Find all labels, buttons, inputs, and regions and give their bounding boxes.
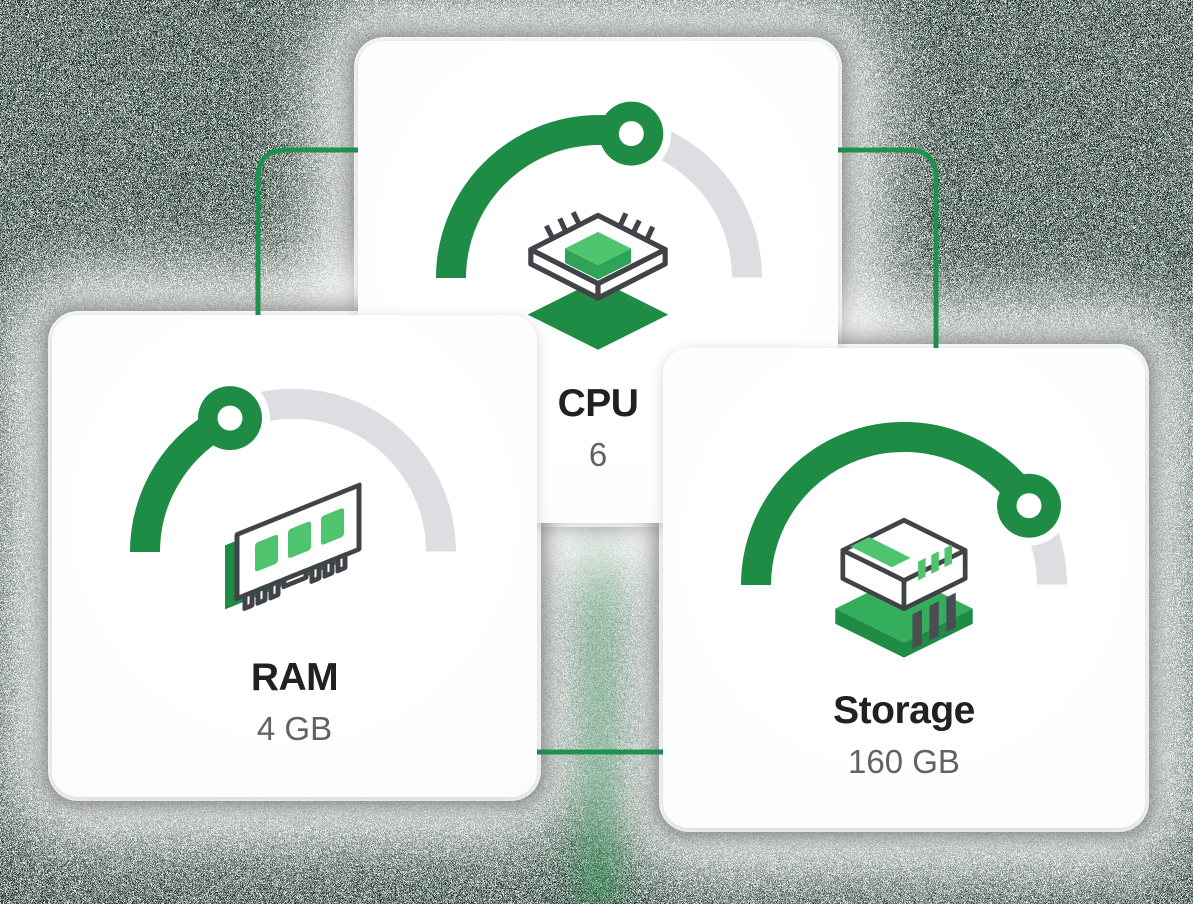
card-label: CPU bbox=[557, 382, 639, 425]
ram-gauge bbox=[129, 378, 456, 553]
ram-module-icon bbox=[215, 480, 375, 635]
storage-disk-icon bbox=[824, 510, 984, 665]
ram-card: RAM 4 GB bbox=[52, 315, 537, 797]
card-value: 6 bbox=[588, 436, 608, 473]
card-label: Storage bbox=[833, 689, 975, 732]
storage-card: Storage 160 GB bbox=[663, 348, 1145, 828]
cpu-chip-icon bbox=[518, 203, 678, 358]
cpu-card: CPU 6 bbox=[358, 41, 838, 523]
card-value: 160 GB bbox=[848, 743, 960, 780]
card-label: RAM bbox=[250, 656, 339, 699]
storage-gauge bbox=[740, 421, 1069, 586]
card-value: 4 GB bbox=[256, 710, 333, 747]
storage-gauge-fill bbox=[741, 421, 1042, 586]
cpu-gauge-fill bbox=[436, 115, 635, 279]
cpu-gauge bbox=[435, 93, 762, 279]
